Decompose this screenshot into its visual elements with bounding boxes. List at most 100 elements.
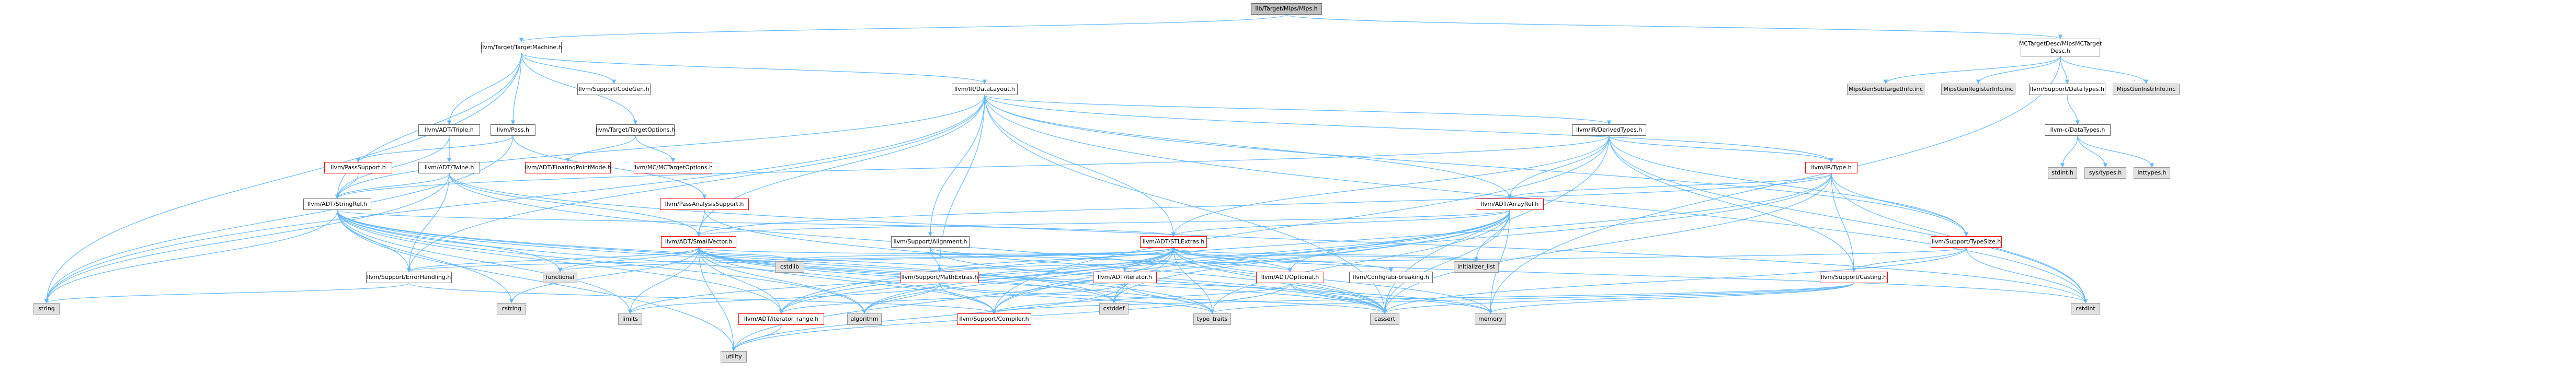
node-stdint-h[interactable]: stdint.h: [2048, 167, 2077, 179]
edge-stl-extras-to-functional: [558, 247, 1174, 272]
edge-triple-to-string-ref: [335, 135, 450, 199]
edge-ir-type-to-casting: [1831, 173, 1856, 272]
node-mips-gen-instr-info[interactable]: MipsGenInstrInfo.inc: [2113, 84, 2180, 95]
node-pass-analysis-support[interactable]: llvm/PassAnalysisSupport.h: [660, 199, 749, 210]
edge-data-layout-to-derived-types: [984, 95, 1611, 125]
node-cstdlib[interactable]: cstdlib: [775, 261, 804, 273]
edge-mips-mc-target-desc-to-mips-gen-instr-info: [2060, 56, 2149, 84]
node-mc-target-options[interactable]: llvm/MC/MCTargetOptions.h: [633, 162, 713, 173]
edge-string-ref-to-limits: [337, 209, 633, 314]
node-array-ref[interactable]: llvm/ADT/ArrayRef.h: [1476, 199, 1544, 210]
node-adt-iterator[interactable]: llvm/ADT/iterator.h: [1093, 272, 1157, 283]
edge-array-ref-to-memory: [1488, 209, 1510, 314]
edge-llvm-c-data-types-to-inttypes-h: [2077, 135, 2155, 168]
edge-error-handling-to-string: [44, 283, 409, 304]
node-pass[interactable]: llvm/Pass.h: [491, 124, 535, 136]
node-type-size[interactable]: llvm/Support/TypeSize.h: [1931, 236, 2002, 248]
edge-array-ref-to-type-traits: [1210, 209, 1510, 314]
node-utility[interactable]: utility: [721, 351, 747, 363]
edge-llvm-c-data-types-to-stdint-h: [2060, 135, 2078, 168]
node-stl-extras[interactable]: llvm/ADT/STLExtras.h: [1140, 236, 1207, 248]
edge-mips-h-to-target-machine: [519, 14, 1287, 42]
node-target-machine[interactable]: llvm/Target/TargetMachine.h: [481, 42, 562, 53]
edge-array-ref-to-initializer-list: [1474, 209, 1510, 262]
node-twine[interactable]: llvm/ADT/Twine.h: [418, 162, 480, 173]
node-sys-types-h[interactable]: sys/types.h: [2084, 167, 2126, 179]
edge-adt-iterator-to-type-traits: [1124, 283, 1215, 314]
edge-target-machine-to-triple: [447, 53, 522, 125]
edge-array-ref-to-small-vector: [697, 209, 1510, 237]
node-type-traits[interactable]: type_traits: [1193, 313, 1231, 325]
edge-string-ref-to-algorithm: [337, 209, 867, 314]
edge-data-layout-to-type-size: [984, 95, 1969, 237]
edge-pass-to-string: [44, 135, 514, 304]
node-cstdint[interactable]: cstdint: [2071, 303, 2100, 314]
edge-stl-extras-to-initializer-list: [1173, 247, 1478, 262]
node-pass-support[interactable]: llvm/PassSupport.h: [324, 162, 392, 173]
edge-array-ref-to-stl-extras: [1171, 209, 1510, 237]
edge-alignment-to-cassert: [930, 247, 1387, 314]
node-config-abi-breaking[interactable]: llvm/Config/abi-breaking.h: [1349, 272, 1433, 283]
node-cstring[interactable]: cstring: [497, 303, 526, 314]
node-llvm-c-data-types[interactable]: llvm-c/DataTypes.h: [2045, 124, 2111, 136]
node-mips-gen-subtarget-info[interactable]: MipsGenSubtargetInfo.inc: [1847, 84, 1924, 95]
edge-mips-mc-target-desc-to-mips-gen-subtarget-info: [1883, 56, 2061, 84]
edge-small-vector-to-limits: [628, 247, 699, 314]
edge-adt-iterator-to-iterator-range: [779, 283, 1125, 314]
edge-casting-to-memory: [1488, 283, 1854, 314]
edge-math-extras-to-algorithm: [862, 283, 940, 314]
node-support-data-types[interactable]: llvm/Support/DataTypes.h: [2029, 84, 2105, 95]
edge-ir-type-to-array-ref: [1507, 173, 1832, 199]
edge-string-ref-to-functional: [337, 209, 563, 272]
edge-iterator-range-to-utility: [731, 324, 782, 352]
node-memory[interactable]: memory: [1475, 313, 1506, 325]
edge-derived-types-to-casting: [1609, 135, 1856, 272]
edge-small-vector-to-error-handling: [406, 247, 699, 272]
node-limits[interactable]: limits: [618, 313, 642, 325]
node-derived-types[interactable]: llvm/IR/DerivedTypes.h: [1572, 124, 1646, 136]
edge-small-vector-to-algorithm: [698, 247, 867, 314]
edge-pass-analysis-support-to-cassert: [704, 209, 1387, 314]
node-error-handling[interactable]: llvm/Support/ErrorHandling.h: [366, 272, 452, 283]
edge-optional-to-compiler: [991, 283, 1291, 314]
edge-twine-to-cstdint: [449, 173, 2088, 304]
node-target-options[interactable]: llvm/Target/TargetOptions.h: [596, 124, 675, 136]
edge-support-data-types-to-llvm-c-data-types: [2067, 95, 2080, 125]
node-mips-gen-register-info[interactable]: MipsGenRegisterInfo.inc: [1941, 84, 2015, 95]
node-ir-type[interactable]: llvm/IR/Type.h: [1805, 162, 1857, 173]
node-mips-h[interactable]: lib/Target/Mips/Mips.h: [1251, 3, 1322, 15]
edge-string-ref-to-string: [44, 209, 338, 304]
edge-type-size-to-casting: [1851, 247, 1967, 272]
edge-pass-support-to-string-ref: [335, 173, 359, 199]
node-math-extras[interactable]: llvm/Support/MathExtras.h: [901, 272, 979, 283]
node-triple[interactable]: llvm/ADT/Triple.h: [418, 124, 480, 136]
node-alignment[interactable]: llvm/Support/Alignment.h: [891, 236, 970, 248]
node-cstddef[interactable]: cstddef: [1099, 303, 1129, 314]
edge-array-ref-to-cassert: [1382, 209, 1510, 314]
edge-string-ref-to-iterator-range: [337, 209, 784, 314]
node-data-layout[interactable]: llvm/IR/DataLayout.h: [952, 84, 1018, 95]
edge-small-vector-to-cstdlib: [698, 247, 792, 262]
edge-ir-type-to-type-size: [1831, 173, 1969, 237]
edge-stl-extras-to-math-extras: [937, 247, 1174, 272]
node-functional[interactable]: functional: [543, 272, 577, 283]
node-string[interactable]: string: [33, 303, 60, 314]
node-cassert[interactable]: cassert: [1370, 313, 1399, 325]
node-optional[interactable]: llvm/ADT/Optional.h: [1256, 272, 1324, 283]
edge-data-layout-to-ir-type: [984, 95, 1834, 162]
node-casting[interactable]: llvm/Support/Casting.h: [1820, 272, 1888, 283]
node-floating-point-mode[interactable]: llvm/ADT/FloatingPointMode.h: [525, 162, 611, 173]
node-compiler[interactable]: llvm/Support/Compiler.h: [957, 313, 1031, 325]
edge-ir-type-to-iterator-range: [779, 173, 1832, 314]
edge-data-layout-to-string-ref: [335, 95, 985, 199]
node-string-ref[interactable]: llvm/ADT/StringRef.h: [303, 199, 371, 210]
node-iterator-range[interactable]: llvm/ADT/iterator_range.h: [738, 313, 824, 325]
node-small-vector[interactable]: llvm/ADT/SmallVector.h: [661, 236, 736, 248]
edge-derived-types-to-cstdint: [1609, 135, 2088, 304]
node-inttypes-h[interactable]: inttypes.h: [2134, 167, 2170, 179]
node-initializer-list[interactable]: initializer_list: [1454, 261, 1499, 273]
edge-math-extras-to-type-traits: [939, 283, 1215, 314]
node-codegen[interactable]: llvm/Support/CodeGen.h: [577, 84, 651, 95]
node-algorithm[interactable]: algorithm: [847, 313, 882, 325]
